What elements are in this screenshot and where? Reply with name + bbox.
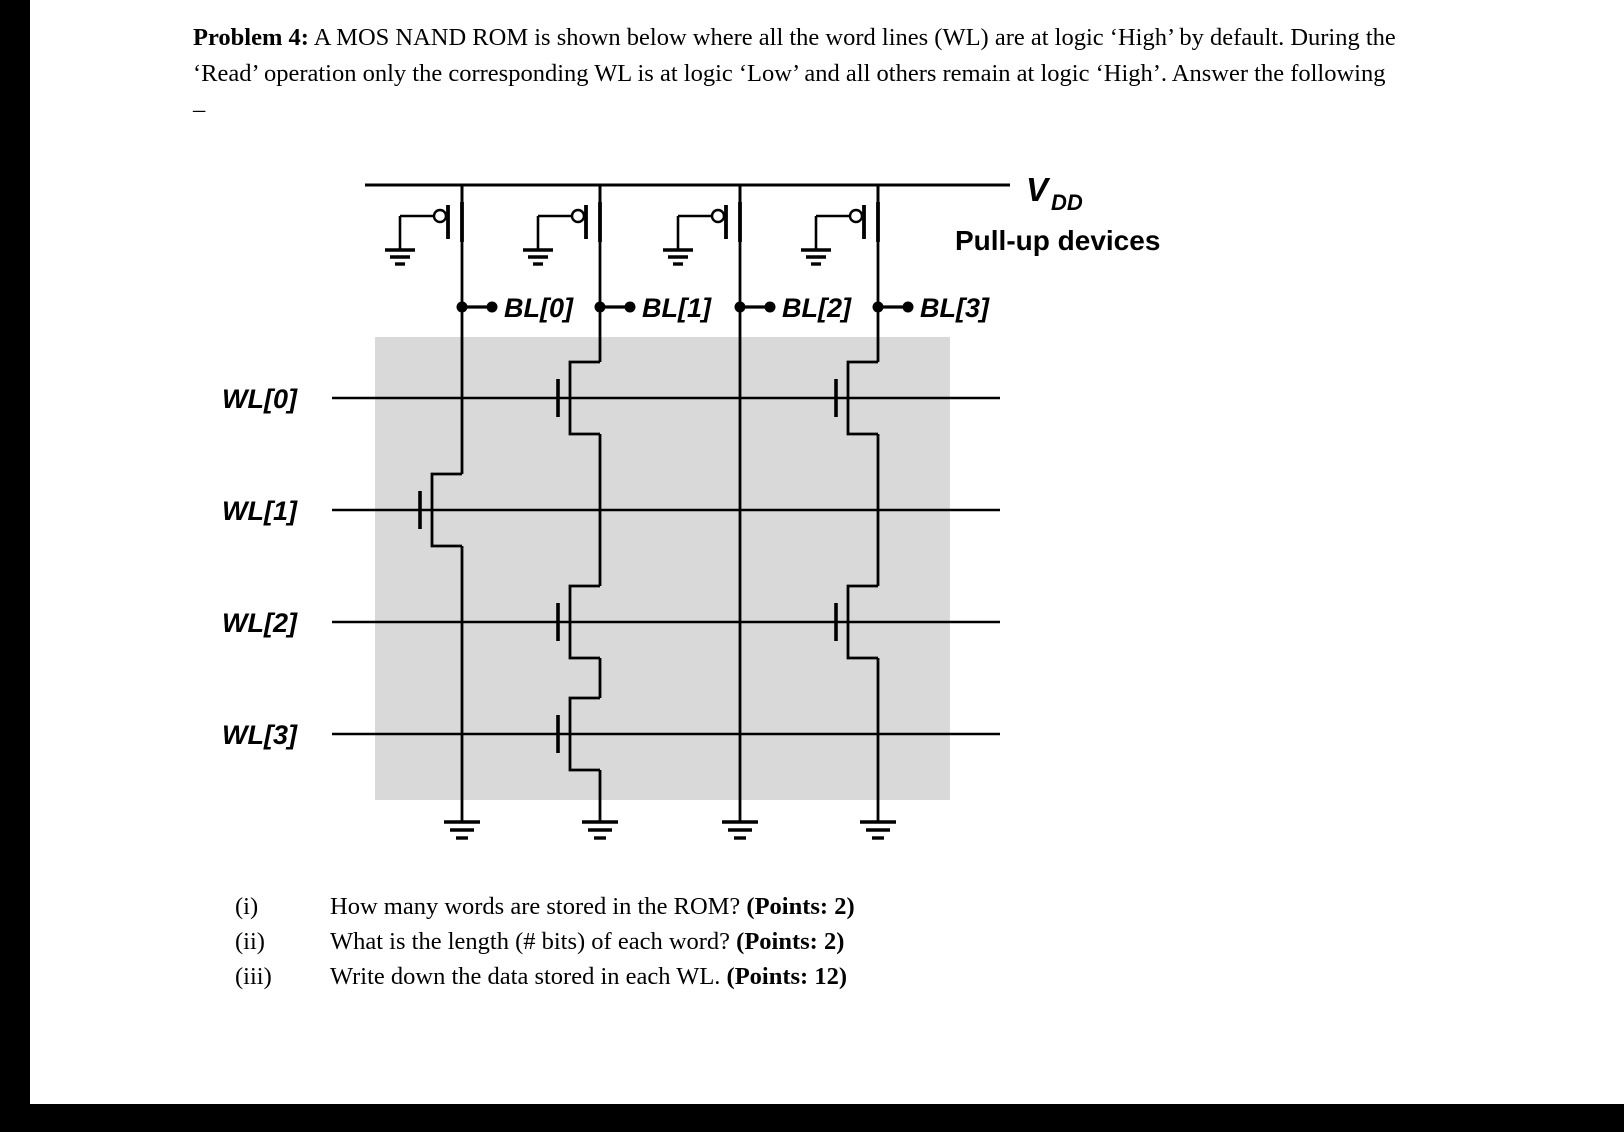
question-number: (ii) bbox=[235, 928, 265, 955]
question-text: What is the length (# bits) of each word… bbox=[330, 928, 731, 955]
left-black-bar bbox=[0, 0, 30, 1132]
wordline-label-0: WL[0] bbox=[222, 384, 298, 414]
question-line: Write down the data stored in each WL. (… bbox=[330, 959, 855, 994]
question-line: How many words are stored in the ROM? (P… bbox=[330, 889, 855, 924]
questions-list: (i) How many words are stored in the ROM… bbox=[235, 889, 855, 994]
circuit-wires bbox=[332, 183, 1010, 840]
question-text: How many words are stored in the ROM? bbox=[330, 893, 741, 920]
problem-label: Problem 4: bbox=[193, 24, 309, 51]
question-text: Write down the data stored in each WL. bbox=[330, 963, 721, 990]
bitline-label-2: BL[2] bbox=[782, 293, 852, 323]
vdd-subscript: DD bbox=[1051, 190, 1083, 215]
question-item: (iii) Write down the data stored in each… bbox=[235, 959, 855, 994]
bottom-black-bar bbox=[0, 1104, 1624, 1132]
question-line: What is the length (# bits) of each word… bbox=[330, 924, 855, 959]
pullup-devices-label: Pull-up devices bbox=[955, 225, 1160, 256]
bitline-label-0: BL[0] bbox=[504, 293, 574, 323]
question-number: (iii) bbox=[235, 963, 272, 990]
question-points: (Points: 2) bbox=[736, 928, 845, 955]
wordline-label-2: WL[2] bbox=[222, 608, 298, 638]
question-points: (Points: 12) bbox=[726, 963, 847, 990]
question-points: (Points: 2) bbox=[746, 893, 855, 920]
question-item: (ii) What is the length (# bits) of each… bbox=[235, 924, 855, 959]
problem-statement: Problem 4: A MOS NAND ROM is shown below… bbox=[193, 20, 1401, 128]
problem-body: A MOS NAND ROM is shown below where all … bbox=[193, 24, 1396, 123]
rom-array-region bbox=[375, 337, 950, 800]
wordline-label-1: WL[1] bbox=[222, 496, 298, 526]
vdd-label: V bbox=[1026, 171, 1051, 208]
wordline-label-3: WL[3] bbox=[222, 720, 298, 750]
bitline-label-3: BL[3] bbox=[920, 293, 990, 323]
bitline-label-1: BL[1] bbox=[642, 293, 712, 323]
question-item: (i) How many words are stored in the ROM… bbox=[235, 889, 855, 924]
question-number: (i) bbox=[235, 893, 259, 920]
